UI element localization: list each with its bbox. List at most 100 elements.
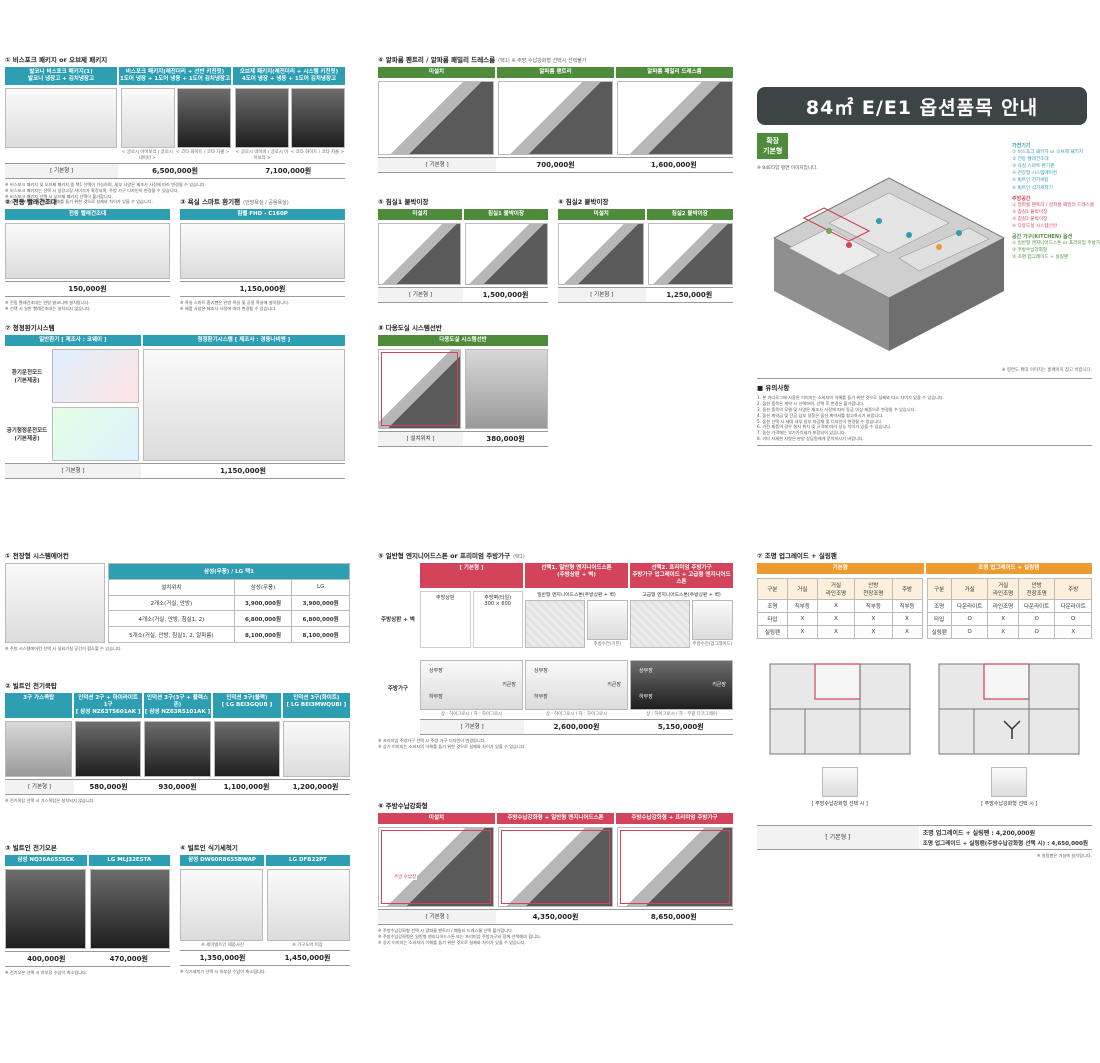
table-head-cell: 주방 [891, 577, 923, 600]
note-line: ※ 주방수납강화형 선택 시 알파룸 팬트리 / 패밀리 드레스룸 선택 불가합… [378, 927, 514, 933]
legend-item: ③ 조명 업그레이드 + 실링팬 [1012, 255, 1069, 261]
base-label: [ 기본형 ] [420, 719, 525, 734]
notes: ※ 비스포크 패키지 및 오브제 패키지 중 택1 선택이 가능하며, 세부 사… [5, 182, 345, 206]
col-header: 오브제 패키지(레전더리 + 시스템 키친핏) 4도어 냉장 + 냉동 + 1도… [233, 67, 345, 85]
table-cell: 6,800,000원 [233, 610, 293, 628]
section-title: ⑥ 주방수납강화형 [378, 802, 428, 810]
cabinet-label: 하부장 [534, 693, 548, 700]
table-cell: 5개소(거실, 안방, 침실1, 2, 알파룸) [108, 626, 235, 643]
table-head-cell: 설치위치 [108, 578, 235, 596]
price: 1,100,000원 [223, 782, 270, 791]
floor-footer: ※ 평면도 확대 이미지는 홈페이지 참고 바랍니다. [1001, 368, 1092, 373]
title-note: (안방욕실 / 공용욕실) [243, 200, 289, 206]
spec-cell: 주방상판 [420, 590, 471, 648]
mini-floor-plan [821, 766, 858, 797]
legend-head: 가전기기 [1012, 143, 1031, 149]
col-header: 알파룸 패밀리 드레스룸 [616, 67, 733, 78]
section-header-band: 기본형 조명 업그레이드 + 실링팬 [757, 563, 1092, 574]
price: 2,600,000원 [553, 722, 600, 731]
table-cell: O [1017, 624, 1056, 639]
price-row: 1,350,000원 1,450,000원 [180, 949, 350, 966]
price: 5,150,000원 [657, 722, 704, 731]
stone-sample-image [630, 599, 690, 648]
table-head-cell: 주방 [1054, 577, 1092, 600]
legend-item: ③ 침실2 붙박이장 [1012, 216, 1048, 222]
note-line: ※ 비스포크 패키지는 선택 시 냉장고장 사이즈가 확장되며, 주방 가구 디… [5, 187, 179, 193]
section-title: ⑤ 일반형 엔지니어드스톤 or 프리미엄 주방가구(택1) [378, 550, 733, 560]
price-row: 400,000원 470,000원 [5, 950, 170, 967]
room-image [558, 222, 644, 285]
table-row: 조명 직부등 X 직부등 직부등 [757, 598, 923, 613]
cabinet-image: 상부장 하부장 키큰장 [420, 659, 523, 710]
section-header-band: 미설치 침실1 붙박이장 [378, 209, 548, 220]
section-drying-rack: ② 전동 빨래건조대 전동 빨래건조대 150,000원 ※ 전동 빨래건조대는… [5, 196, 170, 312]
legend-item: ① 비스포크 패키지 or 오브제 패키지 [1012, 150, 1084, 155]
price: 580,000원 [89, 782, 128, 791]
note-line: ※ 상기 이미지는 소비자의 이해를 돕기 위한 것으로 실제와 차이가 있을 … [378, 743, 526, 749]
section-title: ⑦ 조명 업그레이드 + 실링팬 [757, 552, 837, 560]
section-title: ③ 욕실 스마트 환기팬(안방욕실 / 공용욕실) [180, 196, 345, 206]
image-caption: 상 : 하이그로시 / 하 : 하이그로시 [545, 711, 608, 717]
section-oven: ③ 빌트인 전기오븐 삼성 NQ36A6555CK LG MLJ32ESTA 4… [5, 842, 170, 976]
cabinet-label: 키큰장 [502, 681, 516, 688]
table-cell: X [816, 598, 856, 613]
dishwasher-image [180, 868, 263, 941]
note-line: ※ 주방수납강화형은 일반형 엔지니어드스톤 또는 프리미엄 주방가구와 함께 … [378, 933, 542, 939]
floor-tag: 확장 기본형 [757, 133, 789, 159]
base-label: [ 기본형 ] [5, 779, 74, 794]
col-header: 인덕션 3구(화이트) [ LG BEI3MWQUBI ] [282, 693, 351, 718]
section-header-band: 전동 빨래건조대 [5, 209, 170, 220]
legend: 가전기기 ① 비스포크 패키지 or 오브제 패키지 ② 전동 빨래건조대 ③ … [1012, 139, 1100, 261]
table-head-cell: 안방 천장조명 [1017, 577, 1056, 600]
note-line: ※ 제품 사양은 제조사 사정에 따라 변경될 수 있습니다. [180, 305, 277, 311]
ceiling-fan-icon [1003, 720, 1021, 739]
section-header-band: [ 기본형 ] 선택1. 일반형 엔지니어드스톤 (주방상판 + 벽) 선택2.… [420, 563, 733, 588]
col-header: 인덕션 2구 + 하이라이트 1구 [ 삼성 NZ63T5601AK ] [74, 693, 142, 718]
table-cell: X [816, 624, 856, 639]
table-cell: 직부등 [891, 598, 923, 613]
caution-line: 6. 가전 제품의 경우 설치 위치 및 규격에 따라 성능 차이가 있을 수 … [757, 424, 892, 430]
caution-line: 3. 옵션 품목의 모델 및 사양은 제조사 사정에 따라 동급 이상 제품으로… [757, 406, 916, 412]
section-lighting-upgrade: ⑦ 조명 업그레이드 + 실링팬 기본형 조명 업그레이드 + 실링팬 구분 거… [757, 550, 1092, 859]
table-cell: 6,800,000원 [291, 610, 350, 628]
lighting-table-upgrade: 구분 거실 거실 라인조명 안방 천장조명 주방 조명 다운라이트 라인조명 다… [926, 577, 1093, 639]
note-line: ※ 전기오븐 선택 시 하부장 수납이 축소됩니다. [5, 969, 88, 975]
room-image [647, 222, 733, 285]
section-header-band: 일반환기 [ 제조사 : 코웨이 ] 청정환기시스템 [ 제조사 : 경동나비엔… [5, 335, 345, 346]
price: 1,600,000원 [650, 160, 697, 169]
price-row: [ 기본형 ] 700,000원 1,600,000원 [378, 156, 733, 173]
section-title: ① 비스포크 패키지 or 오브제 패키지 [5, 56, 108, 64]
notes: ※ 욕실 스마트 환기팬은 안방 욕실 및 공용 욕실에 설치됩니다. ※ 제품… [180, 300, 345, 312]
table-row: 실링팬 O X O X [926, 624, 1092, 639]
mode-label: 환기운전모드 (기본제공) [11, 369, 43, 384]
table-cell: X [786, 611, 818, 626]
legend-item: ④ 다용도실 시스템선반 [1012, 223, 1058, 229]
table-cell: 타입 [926, 611, 952, 626]
col-header: 미설치 [378, 67, 495, 78]
table-cell: X [786, 624, 818, 639]
base-label: [ 기본형 ] [378, 909, 497, 924]
col-header: 알파룸 팬트리 [497, 67, 614, 78]
location-label: [ 설치위치 ] [378, 431, 463, 446]
faucet-image [691, 599, 733, 640]
price: 1,500,000원 [482, 290, 529, 299]
table-cell: 3,900,000원 [291, 594, 350, 612]
section-header-band: 삼성 NQ36A6555CK LG MLJ32ESTA [5, 855, 170, 866]
floor-plan-base [769, 663, 911, 755]
legend-item: ② 주방수납강화형 [1012, 248, 1048, 254]
legend-item: ② 전동 빨래건조대 [1012, 157, 1049, 163]
title-text: ④ 알파룸 팬트리 / 알파룸 패밀리 드레스룸 [378, 56, 496, 64]
col-header: 미설치 [378, 209, 462, 220]
price-line: 조명 업그레이드 + 실링팬 : 4,200,000원 [922, 829, 1036, 837]
section-title: ⑦ 청정환기시스템 [5, 324, 55, 332]
table-cell: 실링팬 [757, 624, 788, 639]
col-header: 삼성 DW60R8655BWAP [180, 855, 264, 866]
fridge-image [291, 87, 345, 148]
price-row: [ 기본형 ] 1,500,000원 [378, 286, 548, 303]
fridge-image [5, 87, 117, 148]
table-cell: X [891, 611, 923, 626]
oven-image [5, 868, 86, 949]
airflow-diagram [52, 406, 139, 461]
table-cell: 타입 [757, 611, 788, 626]
price-row: 1,150,000원 [180, 280, 345, 297]
